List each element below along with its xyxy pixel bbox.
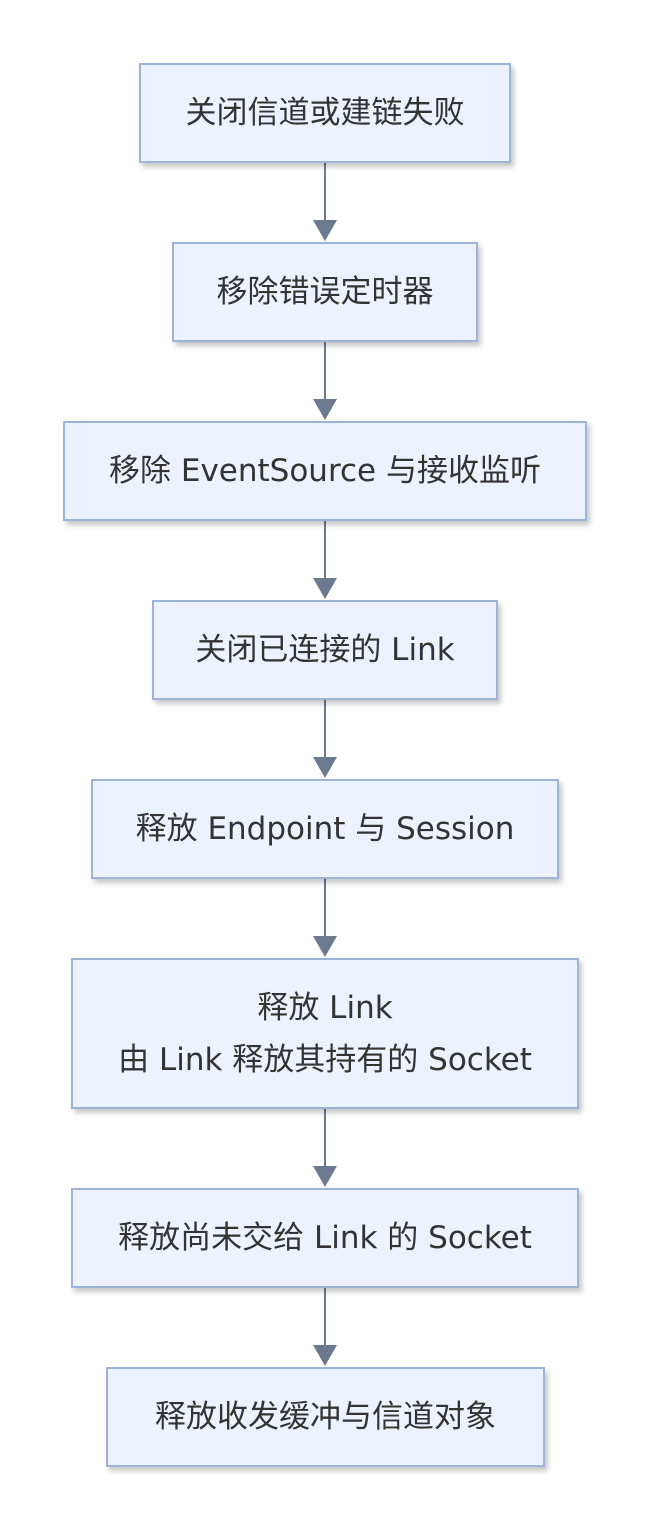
arrow-head-icon bbox=[313, 220, 337, 241]
arrow-connector bbox=[313, 1288, 337, 1366]
step-label: 移除错误定时器 bbox=[216, 274, 434, 310]
arrow-head-icon bbox=[313, 757, 337, 778]
arrow-connector bbox=[313, 700, 337, 778]
arrow-connector bbox=[313, 1109, 337, 1187]
step-label: 移除 EventSource 与接收监听 bbox=[109, 453, 541, 489]
arrow-head-icon bbox=[313, 1166, 337, 1187]
step-label: 关闭信道或建链失败 bbox=[185, 95, 465, 131]
step-release-endpoint-and-session: 释放 Endpoint 与 Session bbox=[91, 779, 559, 879]
step-label-line-2: 由 Link 释放其持有的 Socket bbox=[118, 1041, 532, 1078]
arrow-head-icon bbox=[313, 399, 337, 420]
step-label: 释放 Endpoint 与 Session bbox=[135, 811, 515, 847]
step-label: 释放尚未交给 Link 的 Socket bbox=[118, 1220, 532, 1256]
arrow-connector bbox=[313, 521, 337, 599]
arrow-connector bbox=[313, 163, 337, 241]
step-label: 释放收发缓冲与信道对象 bbox=[155, 1399, 496, 1435]
arrow-head-icon bbox=[313, 1345, 337, 1366]
step-remove-error-timer: 移除错误定时器 bbox=[172, 242, 478, 342]
step-close-connected-link: 关闭已连接的 Link bbox=[152, 600, 498, 700]
step-release-buffers-and-channel: 释放收发缓冲与信道对象 bbox=[106, 1367, 545, 1467]
step-label-line-1: 释放 Link bbox=[257, 989, 393, 1026]
arrow-head-icon bbox=[313, 578, 337, 599]
arrow-head-icon bbox=[313, 936, 337, 957]
arrow-connector bbox=[313, 879, 337, 957]
step-release-link-and-owned-socket: 释放 Link 由 Link 释放其持有的 Socket bbox=[71, 958, 579, 1109]
arrow-connector bbox=[313, 342, 337, 420]
step-close-channel-or-link-failure: 关闭信道或建链失败 bbox=[139, 63, 511, 163]
step-remove-eventsource-and-listeners: 移除 EventSource 与接收监听 bbox=[63, 421, 587, 521]
step-release-unassigned-socket: 释放尚未交给 Link 的 Socket bbox=[71, 1188, 579, 1288]
step-label: 关闭已连接的 Link bbox=[195, 632, 455, 668]
